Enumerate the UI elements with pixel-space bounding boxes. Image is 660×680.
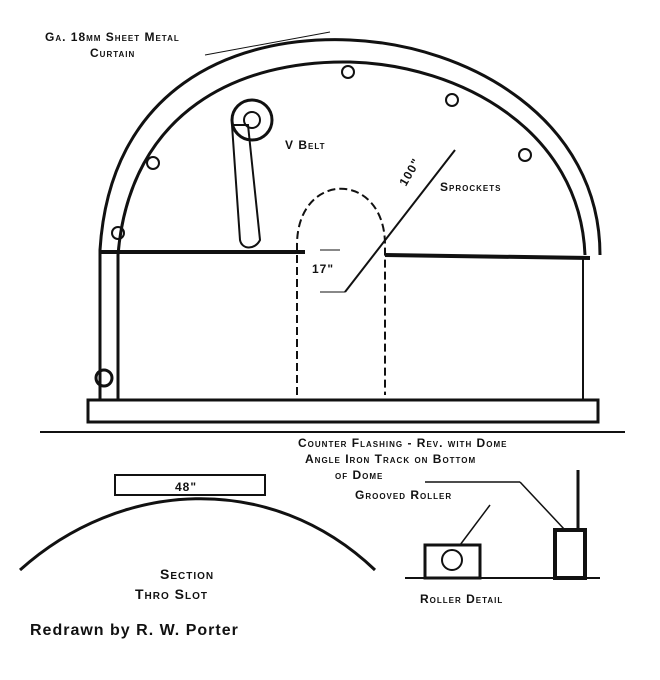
section-title: Section xyxy=(160,566,215,582)
roller-box xyxy=(423,543,482,580)
sprocket xyxy=(341,65,355,79)
section-width-label: 48" xyxy=(175,480,198,494)
slot-opening xyxy=(296,187,386,395)
v-belt-label: V Belt xyxy=(285,138,326,152)
curtain-label-2: Curtain xyxy=(90,46,136,60)
grooved-roller-label: Grooved Roller xyxy=(355,488,453,502)
v-belt xyxy=(230,124,262,249)
angle-iron-label-2: of Dome xyxy=(335,468,384,482)
section-arc xyxy=(18,497,377,572)
angle-iron-label: Angle Iron Track on Bottom xyxy=(305,452,477,466)
section-subtitle: Thro Slot xyxy=(135,586,208,602)
radius-line xyxy=(344,149,456,293)
belt-pulley xyxy=(230,98,274,142)
base-track xyxy=(86,398,600,424)
curtain-label: Ga. 18mm Sheet Metal xyxy=(45,30,180,44)
counter-flashing-label: Counter Flashing - Rev. with Dome xyxy=(298,436,508,450)
sprockets-label: Sprockets xyxy=(440,180,502,194)
credit-text: Redrawn by R. W. Porter xyxy=(30,622,239,639)
dome-outer-arc xyxy=(98,38,602,400)
dome-inner-arc xyxy=(116,60,587,400)
roller-detail-label: Roller Detail xyxy=(420,592,504,606)
slot-width-label: 17" xyxy=(312,262,335,276)
roller-post xyxy=(553,528,587,580)
